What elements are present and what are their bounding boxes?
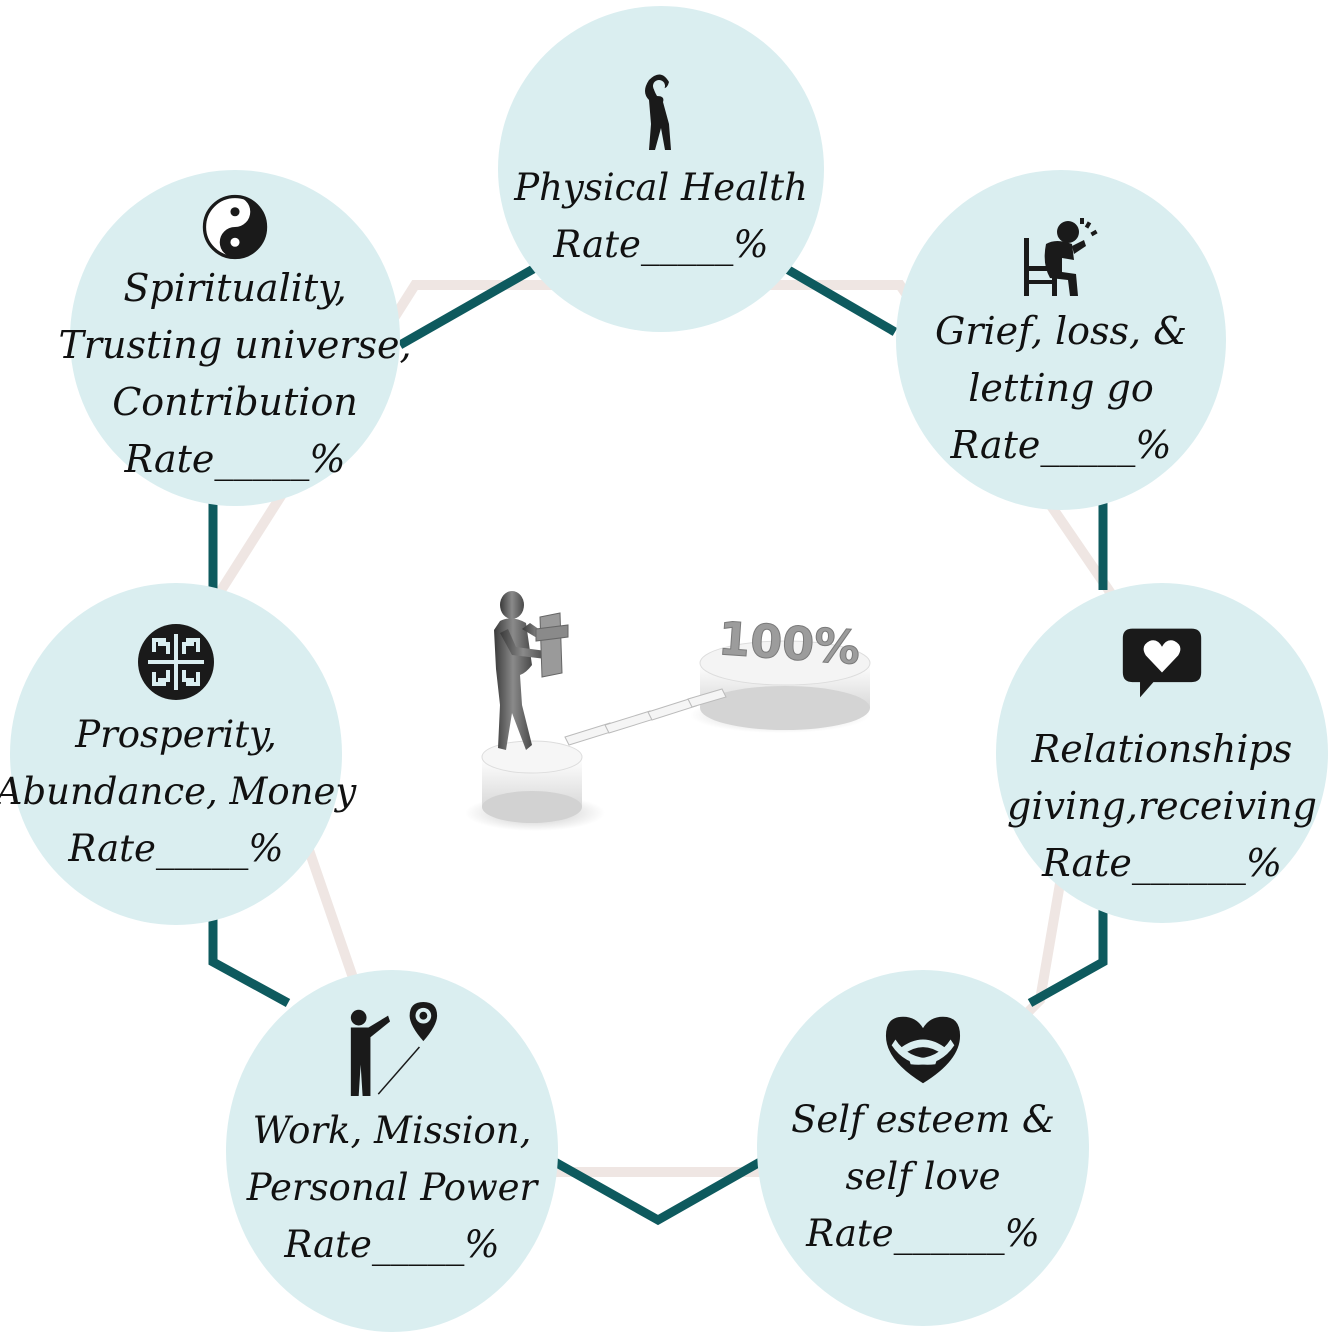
relationships-node: Relationships giving,receiving Rate_____… — [996, 583, 1328, 923]
dark-connector-path — [208, 905, 291, 1007]
right-pedestal — [699, 640, 871, 730]
held-bridge-piece — [535, 612, 569, 678]
bridge-pieces — [564, 688, 727, 746]
left-pedestal — [481, 740, 583, 823]
rate-field[interactable]: Rate_____% — [553, 223, 769, 266]
person-pointing-to-location-icon — [350, 1001, 438, 1096]
dark-connector-path — [552, 1158, 763, 1226]
rate-field[interactable]: Rate______% — [806, 1211, 1040, 1255]
node-title: Relationships — [1031, 726, 1293, 771]
dark-connector-path — [782, 264, 898, 336]
node-title: Prosperity, — [75, 712, 277, 756]
work-mission-node: Work, Mission, Personal Power Rate_____% — [226, 970, 558, 1332]
rate-field[interactable]: Rate_____% — [124, 437, 346, 481]
node-title: Work, Mission, — [252, 1108, 532, 1152]
node-title: Grief, loss, & — [934, 308, 1188, 353]
percent-badge-text: 100% — [716, 611, 862, 675]
prosperity-node: Prosperity, Abundance, Money Rate_____% — [0, 583, 356, 925]
rate-field[interactable]: Rate______% — [1041, 840, 1282, 885]
node-title: Abundance, Money — [0, 769, 357, 813]
grief-loss-node: Grief, loss, & letting go Rate_____% — [896, 170, 1226, 510]
node-title: giving,receiving — [1007, 783, 1317, 828]
rate-field[interactable]: Rate_____% — [68, 826, 284, 870]
node-title: Self esteem & — [791, 1097, 1055, 1141]
center-illustration: 100% — [465, 591, 871, 831]
self-hug-heart-icon — [885, 1016, 961, 1083]
chinese-prosperity-symbol-icon — [138, 623, 214, 700]
dark-connector-path — [1027, 900, 1108, 1007]
node-title: Trusting universe, — [58, 323, 412, 367]
physical-health-node: Physical Health Rate_____% — [498, 6, 824, 332]
stretching-person-icon — [645, 74, 671, 150]
self-esteem-node: Self esteem & self love Rate______% — [757, 970, 1089, 1326]
node-title: Personal Power — [246, 1165, 538, 1209]
yin-yang-icon — [202, 194, 268, 260]
spirituality-node: Spirituality, Trusting universe, Contrib… — [58, 170, 412, 506]
node-title: Spirituality, — [123, 266, 347, 310]
node-title: self love — [845, 1154, 1001, 1198]
rate-field[interactable]: Rate_____% — [950, 422, 1172, 467]
node-title: Contribution — [112, 380, 358, 424]
node-title: letting go — [968, 365, 1154, 410]
dark-connector-path — [397, 264, 538, 349]
grieving-person-icon — [1024, 217, 1098, 296]
rate-field[interactable]: Rate_____% — [284, 1222, 500, 1266]
heart-chat-bubble-icon — [1122, 628, 1202, 697]
node-title: Physical Health — [514, 166, 808, 209]
